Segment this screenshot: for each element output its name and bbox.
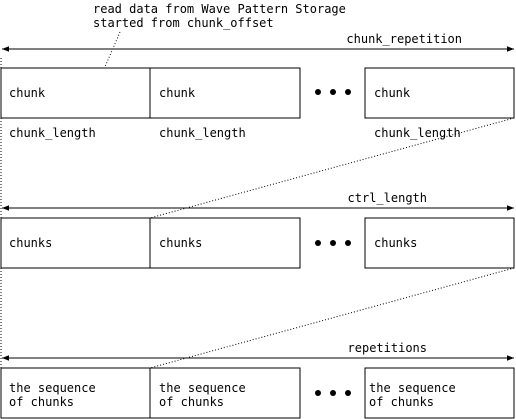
- ellipsis-dot: [345, 390, 351, 396]
- sequence-label-line-1: the sequence: [9, 381, 96, 395]
- sequence-box: [0, 367, 151, 419]
- chunk-box: [149, 67, 301, 119]
- chunks-box: [364, 217, 515, 269]
- chunk-label: chunk: [9, 86, 46, 100]
- expansion-connector: [149, 267, 515, 369]
- span-label-chunk-repetition: chunk_repetition: [346, 32, 462, 46]
- sequence-label-line-2: of chunks: [9, 395, 74, 409]
- chunk-length-label: chunk_length: [374, 126, 461, 140]
- row-sequences: the sequence of chunks the sequence of c…: [0, 367, 515, 419]
- annotation-line-2: started from chunk_offset: [93, 16, 274, 30]
- ellipsis-dot: [315, 240, 321, 246]
- sequence-label-line-2: of chunks: [369, 395, 434, 409]
- ellipsis-dot: [345, 89, 351, 95]
- chunks-label: chunks: [374, 236, 417, 250]
- ellipsis-dot: [330, 89, 336, 95]
- sequence-label-line-1: the sequence: [369, 381, 456, 395]
- row-chunks-groups: chunks chunks chunks: [0, 217, 515, 269]
- chunk-box: [364, 67, 515, 119]
- sequence-label-line-1: the sequence: [159, 381, 246, 395]
- chunk-length-label: chunk_length: [9, 126, 96, 140]
- ellipsis-dot: [330, 390, 336, 396]
- ellipsis-dot: [330, 240, 336, 246]
- chunks-label: chunks: [9, 236, 52, 250]
- chunks-label: chunks: [159, 236, 202, 250]
- chunk-label: chunk: [159, 86, 196, 100]
- ellipsis-dot: [315, 390, 321, 396]
- sequence-box: [364, 367, 515, 419]
- annotation-line-1: read data from Wave Pattern Storage: [93, 2, 346, 16]
- row-chunks: chunk chunk chunk: [0, 67, 515, 119]
- chunks-box: [149, 217, 301, 269]
- span-label-repetitions: repetitions: [348, 341, 427, 355]
- ellipsis-dot: [315, 89, 321, 95]
- ellipsis-dot: [345, 240, 351, 246]
- chunk-length-label: chunk_length: [159, 126, 246, 140]
- chunks-box: [0, 217, 151, 269]
- sequence-label-line-2: of chunks: [159, 395, 224, 409]
- sequence-box: [149, 367, 301, 419]
- chunk-label: chunk: [374, 86, 411, 100]
- span-label-ctrl-length: ctrl_length: [348, 191, 427, 205]
